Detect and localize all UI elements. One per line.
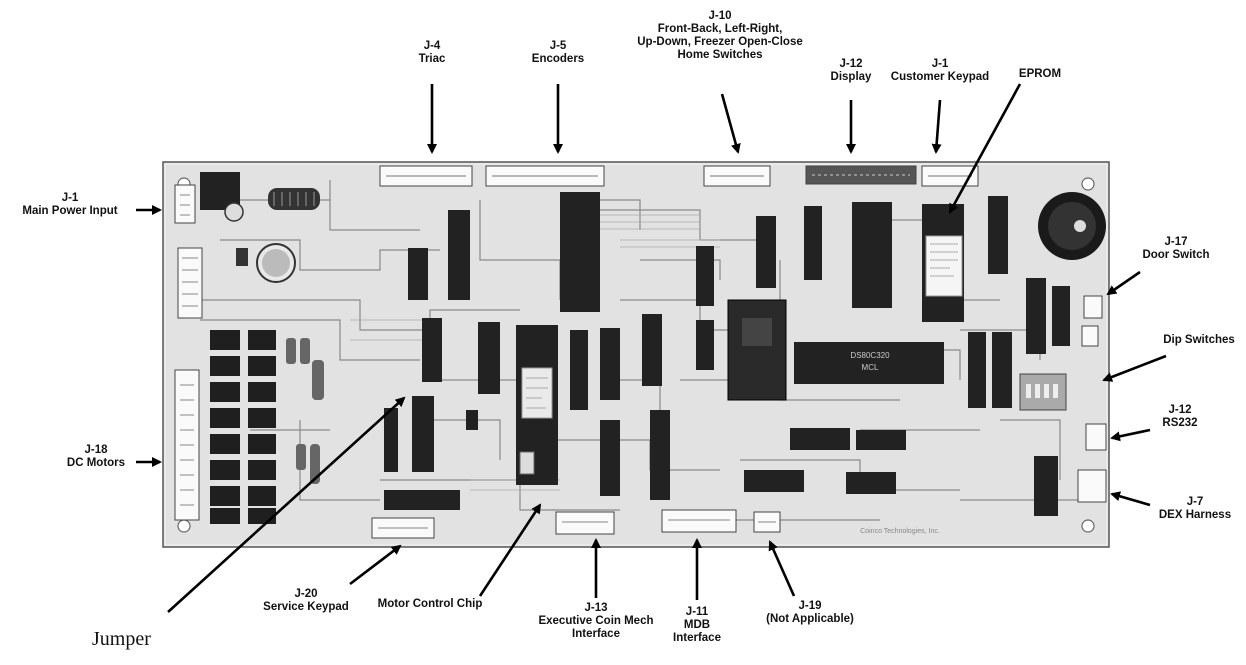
label-j12-rs232-desc: RS232 bbox=[1162, 417, 1198, 429]
label-j13-desc-2: Interface bbox=[572, 628, 620, 640]
label-j12-rs232-code: J-12 bbox=[1168, 404, 1192, 416]
plcc-chip bbox=[727, 299, 787, 401]
label-j19: J-19 (Not Applicable) bbox=[758, 600, 862, 626]
label-j4-code: J-4 bbox=[423, 40, 441, 52]
label-j13-desc-1: Executive Coin Mech bbox=[538, 615, 654, 627]
label-j1-keypad-desc: Customer Keypad bbox=[890, 71, 990, 83]
label-j19-code: J-19 bbox=[798, 600, 822, 612]
label-j17-desc: Door Switch bbox=[1142, 249, 1210, 261]
mcu-chip-text-2: MCL bbox=[862, 363, 879, 372]
label-j11-desc-1: MDB bbox=[683, 619, 711, 631]
label-motor-control-chip: Motor Control Chip bbox=[368, 598, 492, 611]
mounting-holes bbox=[177, 177, 1095, 533]
label-j7-code: J-7 bbox=[1186, 496, 1204, 508]
label-j19-desc: (Not Applicable) bbox=[766, 613, 854, 625]
label-j13-code: J-13 bbox=[584, 602, 608, 614]
label-j12-rs232: J-12 RS232 bbox=[1150, 404, 1210, 430]
label-j1-keypad: J-1 Customer Keypad bbox=[880, 58, 1000, 84]
label-j7-desc: DEX Harness bbox=[1158, 509, 1232, 521]
label-j13: J-13 Executive Coin Mech Interface bbox=[526, 602, 666, 641]
label-j4: J-4 Triac bbox=[402, 40, 462, 66]
label-j18-desc: DC Motors bbox=[66, 457, 126, 469]
label-j1-power-code: J-1 bbox=[61, 192, 79, 204]
callout-arrows bbox=[136, 83, 1167, 613]
label-j17-code: J-17 bbox=[1164, 236, 1188, 248]
label-j1-power-desc: Main Power Input bbox=[22, 205, 118, 217]
label-j5-desc: Encoders bbox=[531, 53, 585, 65]
integrated-circuits bbox=[384, 192, 1070, 516]
label-j7: J-7 DEX Harness bbox=[1150, 496, 1240, 522]
label-j5-code: J-5 bbox=[549, 40, 567, 52]
label-eprom-desc: EPROM bbox=[1018, 68, 1062, 80]
label-j5: J-5 Encoders bbox=[508, 40, 608, 66]
transistor-bank bbox=[210, 330, 276, 524]
label-dip-switches: Dip Switches bbox=[1158, 334, 1240, 347]
label-motor-chip-desc: Motor Control Chip bbox=[377, 598, 483, 610]
label-j12-display: J-12 Display bbox=[818, 58, 884, 84]
right-connectors bbox=[1077, 295, 1107, 503]
label-j10-desc-2: Up-Down, Freezer Open-Close bbox=[637, 36, 803, 48]
label-j10: J-10 Front-Back, Left-Right, Up-Down, Fr… bbox=[620, 10, 820, 62]
label-jumper: Jumper bbox=[92, 628, 151, 650]
label-j1-power: J-1 Main Power Input bbox=[8, 192, 132, 218]
label-j20: J-20 Service Keypad bbox=[256, 588, 356, 614]
label-eprom: EPROM bbox=[1010, 68, 1070, 81]
label-j18: J-18 DC Motors bbox=[60, 444, 132, 470]
label-j4-desc: Triac bbox=[418, 53, 446, 65]
label-j20-code: J-20 bbox=[294, 588, 318, 600]
label-j20-desc: Service Keypad bbox=[263, 601, 349, 613]
label-j17: J-17 Door Switch bbox=[1126, 236, 1226, 262]
label-j10-desc-3: Home Switches bbox=[677, 49, 763, 61]
label-j11-code: J-11 bbox=[685, 606, 709, 618]
label-dip-desc: Dip Switches bbox=[1163, 334, 1235, 346]
label-j10-code: J-10 bbox=[708, 10, 732, 22]
label-j10-desc-1: Front-Back, Left-Right, bbox=[657, 23, 783, 35]
label-jumper-desc: Jumper bbox=[92, 628, 151, 650]
mcu-chip-text: DS80C320 bbox=[850, 351, 890, 360]
label-j18-code: J-18 bbox=[84, 444, 108, 456]
label-j12-display-desc: Display bbox=[830, 71, 872, 83]
label-j12-display-code: J-12 bbox=[839, 58, 863, 70]
pcb-silkscreen-text: Coinco Technologies, Inc. bbox=[860, 528, 940, 535]
label-j11-desc-2: Interface bbox=[673, 632, 721, 644]
label-j11: J-11 MDB Interface bbox=[667, 606, 727, 645]
label-j1-keypad-code: J-1 bbox=[931, 58, 949, 70]
